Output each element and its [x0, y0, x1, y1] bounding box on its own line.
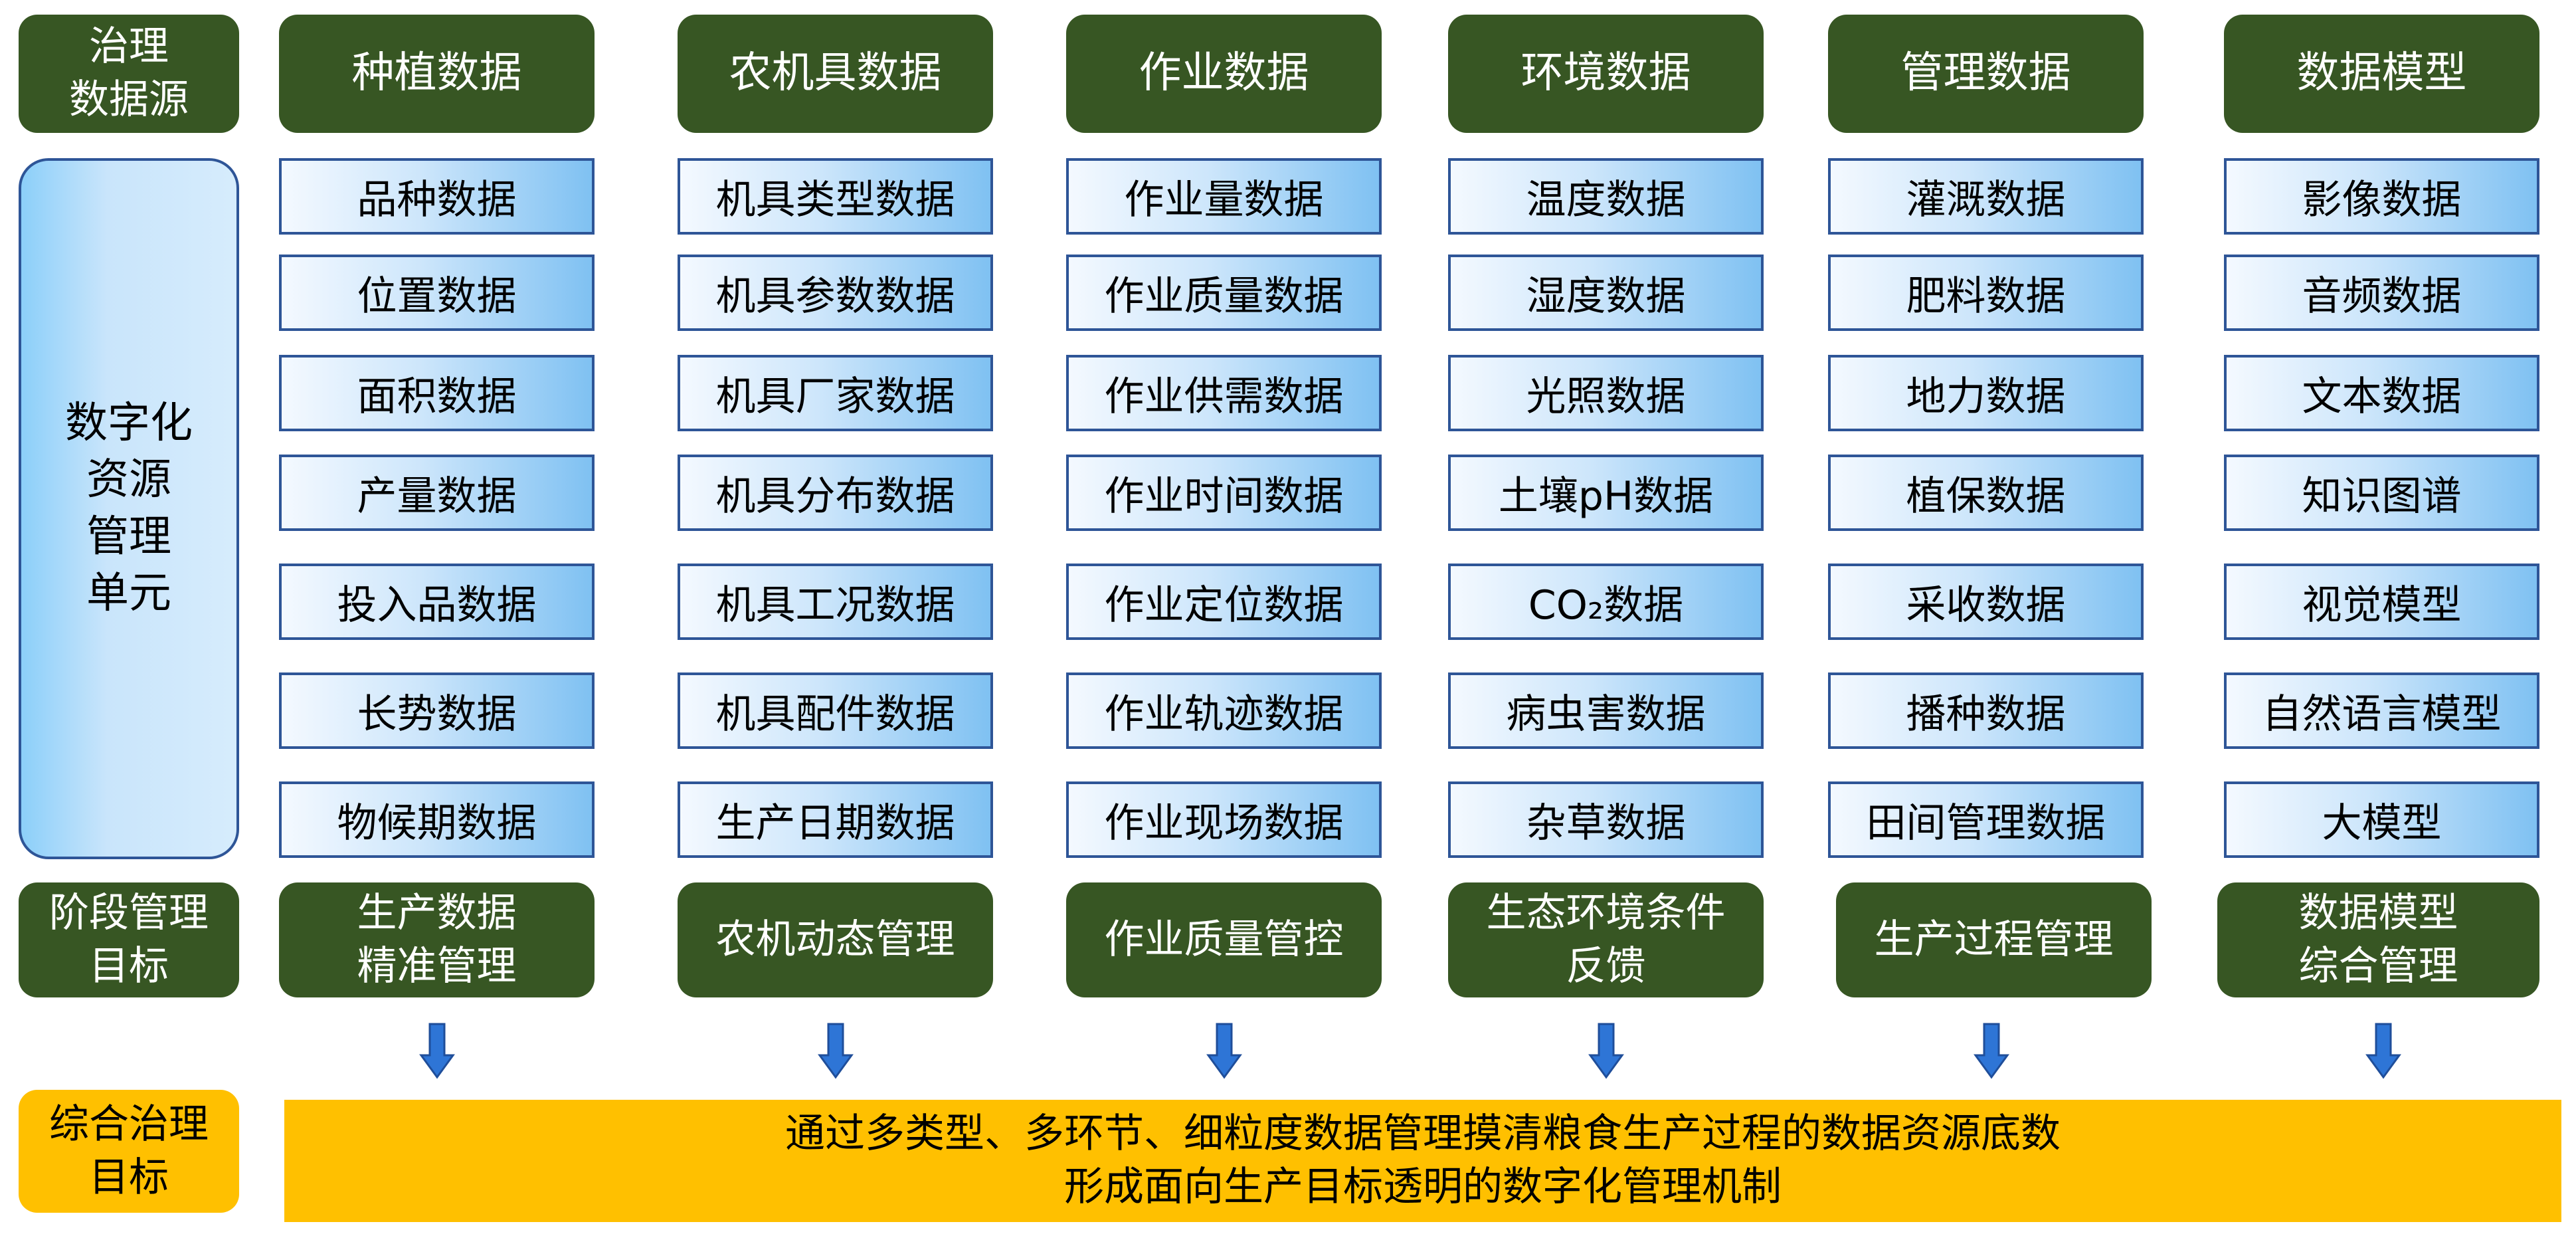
data-item: 作业质量数据: [1066, 255, 1382, 331]
column-header: 农机具数据: [678, 15, 993, 133]
data-item: CO₂数据: [1448, 564, 1764, 640]
data-item: 机具类型数据: [678, 158, 993, 235]
data-item: 面积数据: [279, 355, 595, 431]
data-item: 作业定位数据: [1066, 564, 1382, 640]
column-header: 管理数据: [1828, 15, 2144, 133]
data-item: 作业量数据: [1066, 158, 1382, 235]
data-item: 影像数据: [2224, 158, 2539, 235]
column-header: 环境数据: [1448, 15, 1764, 133]
data-item: 机具厂家数据: [678, 355, 993, 431]
stage-goal-row-label: 阶段管理 目标: [19, 882, 239, 997]
data-item: 物候期数据: [279, 781, 595, 858]
data-item: 采收数据: [1828, 564, 2144, 640]
data-item: 土壤pH数据: [1448, 455, 1764, 531]
stage-goal: 生产数据 精准管理: [279, 882, 595, 997]
data-item: 温度数据: [1448, 158, 1764, 235]
data-item: 机具工况数据: [678, 564, 993, 640]
data-item: 作业时间数据: [1066, 455, 1382, 531]
data-item: 自然语言模型: [2224, 672, 2539, 749]
down-arrow-icon: [1974, 1023, 2009, 1079]
column-header: 种植数据: [279, 15, 595, 133]
data-item: 机具参数数据: [678, 255, 993, 331]
down-arrow-icon: [818, 1023, 854, 1079]
stage-goal: 生产过程管理: [1836, 882, 2152, 997]
overall-goal-banner: 通过多类型、多环节、细粒度数据管理摸清粮食生产过程的数据资源底数 形成面向生产目…: [284, 1100, 2561, 1222]
data-item: 肥料数据: [1828, 255, 2144, 331]
stage-goal: 作业质量管控: [1066, 882, 1382, 997]
stage-goal: 农机动态管理: [678, 882, 993, 997]
down-arrow-icon: [1206, 1023, 1242, 1079]
stage-goal: 生态环境条件 反馈: [1448, 882, 1764, 997]
data-item: 生产日期数据: [678, 781, 993, 858]
column-header: 作业数据: [1066, 15, 1382, 133]
source-row-label: 治理 数据源: [19, 15, 239, 133]
down-arrow-icon: [1588, 1023, 1624, 1079]
data-item: 杂草数据: [1448, 781, 1764, 858]
down-arrow-icon: [2365, 1023, 2401, 1079]
data-item: 大模型: [2224, 781, 2539, 858]
overall-goal-row-label: 综合治理 目标: [19, 1090, 239, 1213]
data-item: 产量数据: [279, 455, 595, 531]
data-item: 视觉模型: [2224, 564, 2539, 640]
data-item: 作业现场数据: [1066, 781, 1382, 858]
data-item: 作业供需数据: [1066, 355, 1382, 431]
data-item: 知识图谱: [2224, 455, 2539, 531]
data-item: 病虫害数据: [1448, 672, 1764, 749]
data-item: 机具配件数据: [678, 672, 993, 749]
data-item: 文本数据: [2224, 355, 2539, 431]
data-item: 田间管理数据: [1828, 781, 2144, 858]
data-item: 植保数据: [1828, 455, 2144, 531]
data-item: 音频数据: [2224, 255, 2539, 331]
data-item: 光照数据: [1448, 355, 1764, 431]
column-header: 数据模型: [2224, 15, 2539, 133]
data-item: 品种数据: [279, 158, 595, 235]
data-item: 长势数据: [279, 672, 595, 749]
data-item: 湿度数据: [1448, 255, 1764, 331]
down-arrow-icon: [419, 1023, 455, 1079]
data-item: 投入品数据: [279, 564, 595, 640]
data-item: 位置数据: [279, 255, 595, 331]
resource-unit-label: 数字化 资源 管理 单元: [19, 158, 239, 859]
data-item: 灌溉数据: [1828, 158, 2144, 235]
stage-goal: 数据模型 综合管理: [2217, 882, 2539, 997]
data-item: 地力数据: [1828, 355, 2144, 431]
data-item: 播种数据: [1828, 672, 2144, 749]
data-item: 作业轨迹数据: [1066, 672, 1382, 749]
data-item: 机具分布数据: [678, 455, 993, 531]
